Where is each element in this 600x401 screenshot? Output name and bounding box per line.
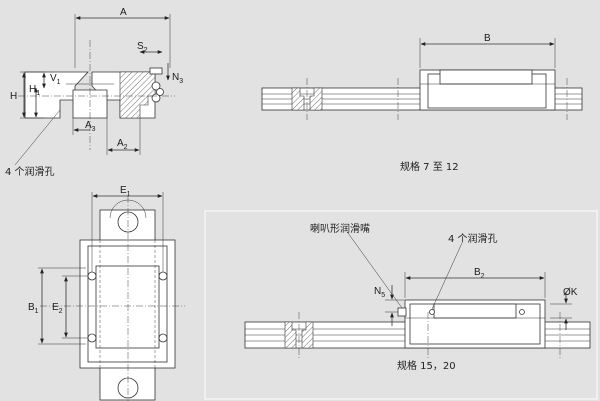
- grease-nipple: [397, 307, 407, 317]
- caption-sizes-7-12: 规格 7 至 12: [400, 160, 459, 173]
- cross-section-view: [14, 14, 175, 166]
- dim-B1: B1: [28, 302, 39, 315]
- dim-V1: V1: [50, 73, 61, 86]
- caption-lube-holes-right: 4 个润滑孔: [448, 232, 498, 245]
- dim-A3: A3: [85, 120, 96, 133]
- mount-hole: [87, 271, 97, 281]
- dim-E2: E2: [52, 302, 63, 315]
- side-view-sizes-15-20: [244, 232, 591, 360]
- side-view-sizes-7-12: [261, 38, 583, 120]
- caption-sizes-15-20: 规格 15，20: [397, 359, 456, 372]
- dim-N5: N5: [374, 286, 385, 299]
- box-sizes-15-20: [204, 210, 598, 400]
- dim-B2: B2: [474, 267, 485, 280]
- dim-H: H: [10, 91, 17, 102]
- dim-N3: N3: [172, 72, 183, 85]
- top-view: [38, 192, 185, 401]
- caption-grease-nipple: 喇叭形润滑嘴: [310, 222, 370, 235]
- dim-K: ØK: [563, 287, 578, 298]
- dim-H1: H1: [29, 84, 40, 97]
- dim-A2: A2: [117, 138, 128, 151]
- dim-A: A: [120, 7, 127, 18]
- dim-E1: E1: [120, 185, 131, 198]
- dim-S2: S2: [137, 41, 148, 54]
- caption-lube-holes-left: 4 个润滑孔: [5, 165, 55, 178]
- dim-B: B: [484, 33, 491, 44]
